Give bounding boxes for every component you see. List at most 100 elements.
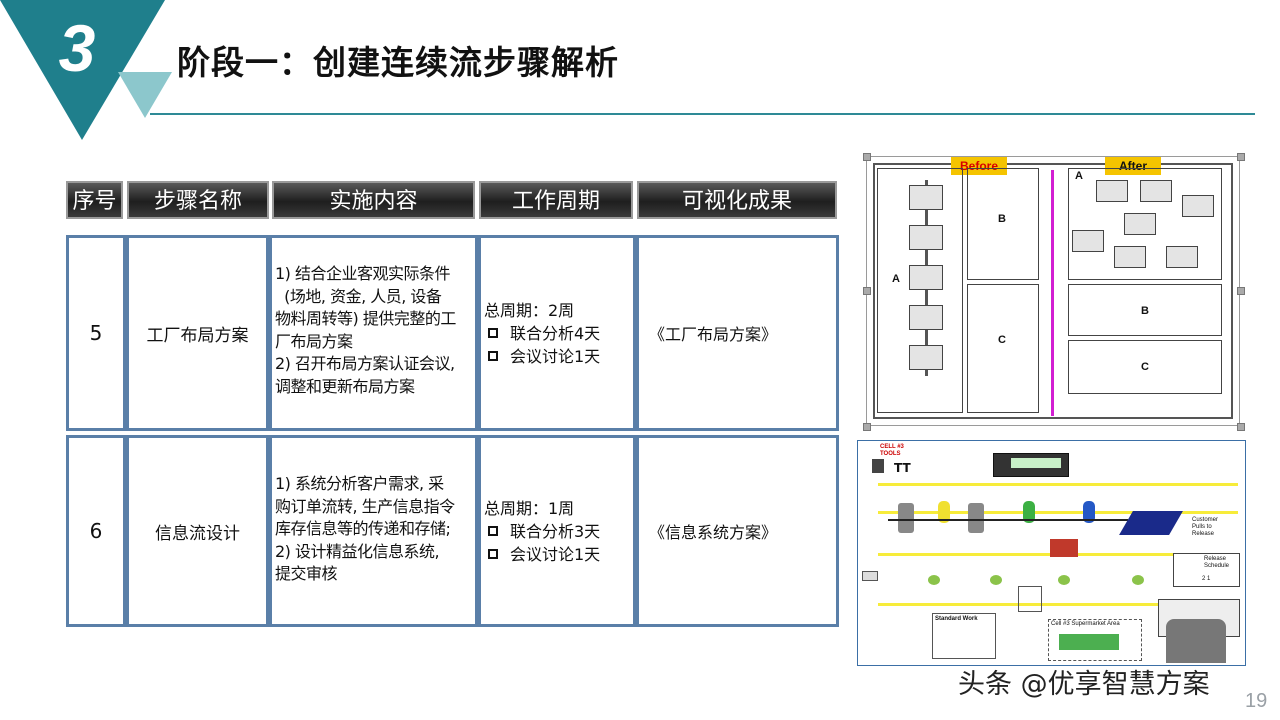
- zone-label: C: [998, 334, 1006, 346]
- tool-icon: TT: [894, 461, 911, 475]
- zone-label: A: [1075, 170, 1083, 182]
- before-after-divider: [1051, 170, 1054, 416]
- standard-work-label: Standard Work: [935, 616, 978, 622]
- table-row-result: 《信息系统方案》: [636, 435, 839, 627]
- content-line: 2) 设计精益化信息系统,: [275, 541, 440, 561]
- after-label: After: [1105, 157, 1161, 175]
- table-row-content: 1) 结合企业客观实际条件 (场地, 资金, 人员, 设备 物料周转等) 提供完…: [269, 235, 478, 431]
- result-text: 《信息系统方案》: [649, 523, 778, 542]
- page-number: 19: [1245, 690, 1268, 712]
- content-line: 1) 系统分析客户需求, 采: [275, 474, 444, 493]
- table-row-period: 总周期：2周 联合分析4天 会议讨论1天: [478, 235, 636, 431]
- period-item-label: 联合分析4天: [510, 323, 601, 343]
- bin-row-icon: [1059, 634, 1119, 650]
- release-schedule-label: Release Schedule: [1204, 556, 1230, 569]
- table-row-period: 总周期：1周 联合分析3天 会议讨论1天: [478, 435, 636, 627]
- table-header-num: 序号: [66, 181, 123, 219]
- period-item: 会议讨论1天: [484, 543, 633, 566]
- table-row-num: 6: [66, 435, 126, 627]
- table-row-name: 信息流设计: [126, 435, 269, 627]
- yellow-lane: [878, 483, 1238, 486]
- zone-label: B: [998, 213, 1006, 225]
- machine-box: [909, 265, 943, 290]
- resize-handle[interactable]: [1237, 153, 1245, 161]
- kanban-arrow-icon: [1132, 575, 1144, 585]
- before-zone-b: [967, 168, 1039, 280]
- zone-label: A: [892, 273, 900, 285]
- content-line: 提交审核: [275, 564, 338, 583]
- machine-box: [909, 345, 943, 370]
- machine-box: [1114, 246, 1146, 268]
- schedule-numbers: 2 1: [1202, 576, 1211, 582]
- machine-icon: [968, 503, 984, 533]
- step-name: 工厂布局方案: [146, 325, 249, 346]
- table-row-num: 5: [66, 235, 126, 431]
- content-line: 购订单流转, 生产信息指令: [275, 496, 455, 516]
- people-group-icon: [1166, 619, 1226, 663]
- operator-icon: [938, 501, 950, 523]
- yellow-lane: [878, 511, 1238, 514]
- supermarket-label: Cell #3 Supermarket Area: [1051, 621, 1120, 627]
- resize-handle[interactable]: [1237, 287, 1245, 295]
- content-line: 1) 结合企业客观实际条件: [275, 264, 451, 283]
- machine-box: [1166, 246, 1198, 268]
- page-title: 阶段一：创建连续流步骤解析: [177, 43, 619, 82]
- zone-label: C: [1141, 361, 1149, 373]
- header-triangle-graphic: [0, 0, 172, 140]
- period-total: 总周期：1周: [484, 498, 575, 518]
- after-zone-a: [1068, 168, 1222, 280]
- customer-pulls-label: Customer Pulls to Release: [1192, 517, 1219, 537]
- result-text: 《工厂布局方案》: [649, 325, 778, 344]
- layout-frame: [873, 163, 1233, 419]
- cell-tools-label: CELL #3 TOOLS: [880, 444, 904, 457]
- machine-box: [1182, 195, 1214, 217]
- resize-handle[interactable]: [863, 153, 871, 161]
- checkbox-icon: [488, 351, 498, 361]
- release-schedule-box: Release Schedule 2 1: [1173, 553, 1240, 587]
- checkbox-icon: [488, 526, 498, 536]
- step-number: 3: [58, 11, 96, 85]
- solar-panel-icon: [1119, 511, 1183, 535]
- checkbox-icon: [488, 328, 498, 338]
- before-zone-c: [967, 284, 1039, 413]
- resize-handle[interactable]: [863, 423, 871, 431]
- resize-handle[interactable]: [1237, 423, 1245, 431]
- control-panel-screen: [1011, 458, 1061, 468]
- conveyor-line: [888, 519, 1128, 521]
- resize-handle[interactable]: [863, 287, 871, 295]
- operator-icon: [1023, 501, 1035, 523]
- content-line: 厂布局方案: [275, 331, 353, 351]
- tool-icon: [872, 459, 884, 473]
- content-line: 2) 召开布局方案认证会议,: [275, 354, 455, 373]
- machine-box: [909, 185, 943, 210]
- period-total: 总周期：2周: [484, 300, 575, 320]
- after-zone-b: [1068, 284, 1222, 336]
- before-zone-a: [877, 168, 963, 413]
- after-zone-c: [1068, 340, 1222, 394]
- period-item: 联合分析3天: [484, 520, 633, 543]
- machine-icon: [898, 503, 914, 533]
- row-number: 5: [89, 321, 103, 345]
- kanban-arrow-icon: [1058, 575, 1070, 585]
- period-item-label: 联合分析3天: [510, 521, 601, 541]
- machine-box: [1096, 180, 1128, 202]
- table-header-name: 步骤名称: [127, 181, 269, 219]
- kanban-card-icon: [862, 571, 878, 581]
- information-flow-image[interactable]: CELL #3 TOOLS TT Customer Pulls to Relea…: [857, 440, 1246, 666]
- yellow-lane: [878, 603, 1238, 606]
- table-header-content: 实施内容: [272, 181, 475, 219]
- zone-label: B: [1141, 305, 1149, 317]
- kanban-arrow-icon: [928, 575, 940, 585]
- machine-box: [909, 305, 943, 330]
- machine-box: [1072, 230, 1104, 252]
- content-line: 物料周转等) 提供完整的工: [275, 309, 456, 328]
- cart-icon: [1018, 586, 1042, 612]
- row-number: 6: [89, 519, 103, 543]
- period-item: 会议讨论1天: [484, 345, 633, 368]
- kanban-box-icon: [1050, 539, 1078, 557]
- title-divider: [150, 113, 1255, 115]
- period-item-label: 会议讨论1天: [510, 346, 601, 366]
- table-row-content: 1) 系统分析客户需求, 采 购订单流转, 生产信息指令 库存信息等的传递和存储…: [269, 435, 478, 627]
- content-line: (场地, 资金, 人员, 设备: [275, 286, 442, 306]
- before-label: Before: [951, 157, 1007, 175]
